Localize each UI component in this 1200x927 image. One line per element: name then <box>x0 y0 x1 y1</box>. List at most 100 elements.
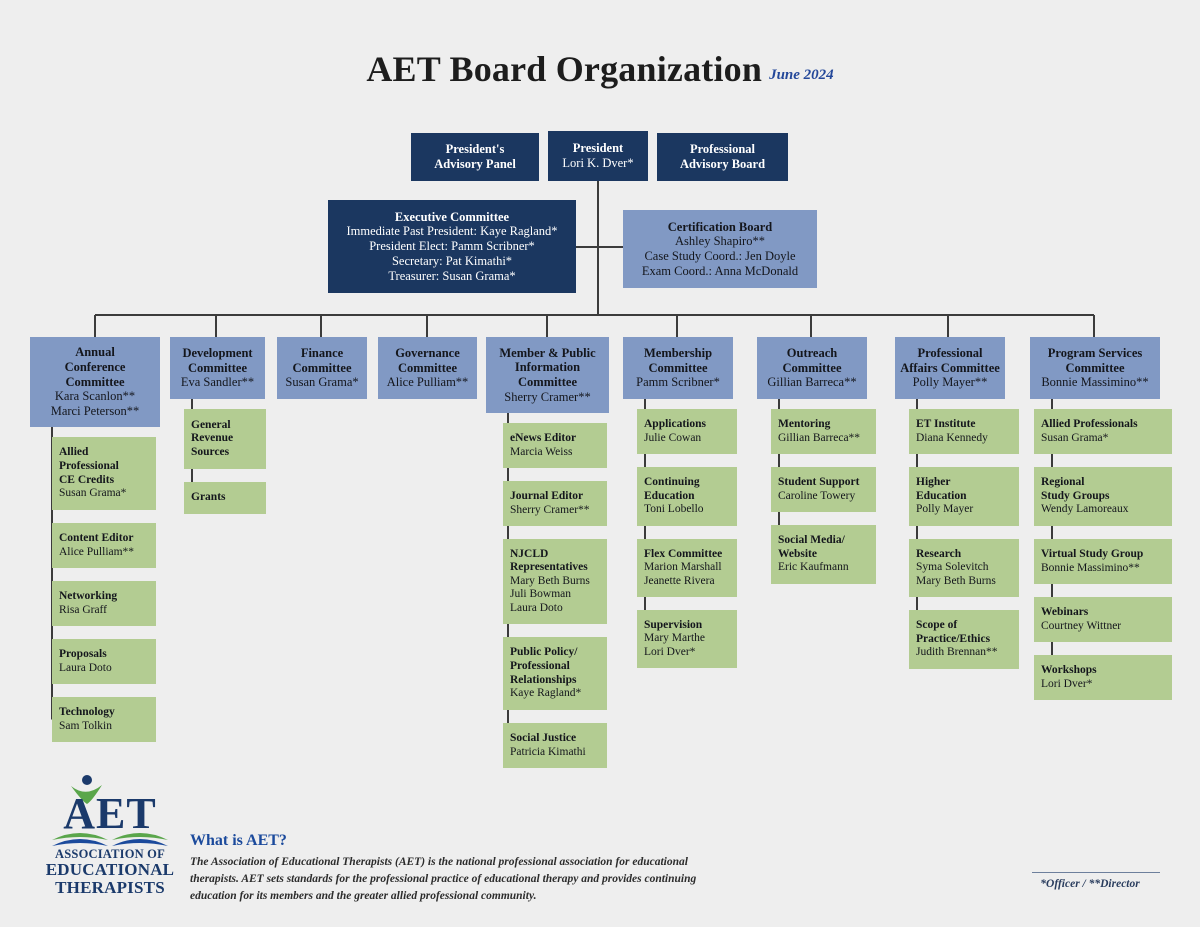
subcommittee-box[interactable]: Grants <box>184 482 266 514</box>
committee-chair: Polly Mayer** <box>912 375 988 390</box>
legend-officer-director: *Officer / **Director <box>1040 878 1140 890</box>
subcommittee-member: Alice Pulliam** <box>59 545 135 558</box>
subcommittee-member: Juli Bowman <box>510 588 572 601</box>
box-executive-committee[interactable]: Executive Committee Immediate Past Presi… <box>328 200 576 293</box>
committee-chair: Susan Grama* <box>285 375 359 390</box>
subcommittee-member: Polly Mayer <box>916 503 974 516</box>
committee-chair: Kara Scanlon** <box>54 389 136 404</box>
box-member: Immediate Past President: Kaye Ragland* <box>346 224 558 239</box>
subcommittee-member: Lori Dver* <box>1041 677 1093 690</box>
subcommittee-title: Applications <box>644 417 706 430</box>
subcommittee-member: Judith Brennan** <box>916 646 998 659</box>
aet-logo: AET ASSOCIATION OF EDUCATIONAL THERAPIST… <box>40 772 180 902</box>
svg-text:AET: AET <box>63 789 156 838</box>
subcommittee-member: Marion Marshall <box>644 561 722 574</box>
about-heading: What is AET? <box>190 832 287 849</box>
subcommittee-member: Marcia Weiss <box>510 445 573 458</box>
subcommittee-title: Research <box>916 547 962 560</box>
subcommittee-title: Content Editor <box>59 531 134 544</box>
subcommittee-member: Susan Grama* <box>59 487 127 500</box>
subcommittee-title: Student Support <box>778 475 860 488</box>
subcommittee-title: Social Justice <box>510 731 577 744</box>
committee-chair: Sherry Cramer** <box>504 389 591 404</box>
subcommittee-title: Allied Professionals <box>1041 417 1138 430</box>
subcommittee-title: Webinars <box>1041 605 1089 618</box>
subcommittee-member: Jeanette Rivera <box>644 574 715 587</box>
box-name: Lori K. Dver* <box>562 156 634 170</box>
box-member: Treasurer: Susan Grama* <box>388 268 516 283</box>
subcommittee-title: Supervision <box>644 618 703 631</box>
subcommittee-member: Diana Kennedy <box>916 431 988 444</box>
committee-chair: Gillian Barreca** <box>767 375 857 390</box>
box-member: President Elect: Pamm Scribner* <box>369 239 535 254</box>
box-president[interactable]: President Lori K. Dver* <box>548 131 648 181</box>
box-title: Certification Board <box>667 219 773 234</box>
subcommittee-title: Flex Committee <box>644 547 723 560</box>
subcommittee-title: Proposals <box>59 647 107 660</box>
subcommittee-member: Courtney Wittner <box>1041 619 1122 632</box>
about-body: The Association of Educational Therapist… <box>190 856 697 903</box>
subcommittee-member: Gillian Barreca** <box>778 431 861 444</box>
subcommittee-title: Workshops <box>1041 663 1097 676</box>
committee-chair: Alice Pulliam** <box>386 375 469 390</box>
aet-logo-wordmark: ASSOCIATION OF EDUCATIONAL THERAPISTS <box>40 847 180 897</box>
subcommittee-member: Eric Kaufmann <box>778 561 849 574</box>
subcommittee-title: Journal Editor <box>510 489 584 502</box>
box-certification-board[interactable]: Certification Board Ashley Shapiro** Cas… <box>623 210 817 288</box>
box-member: Ashley Shapiro** <box>675 234 765 249</box>
box-title: President <box>572 141 624 156</box>
subcommittee-member: Risa Graff <box>59 603 108 616</box>
subcommittee-title: Mentoring <box>778 417 831 430</box>
box-title: Executive Committee <box>394 209 510 224</box>
